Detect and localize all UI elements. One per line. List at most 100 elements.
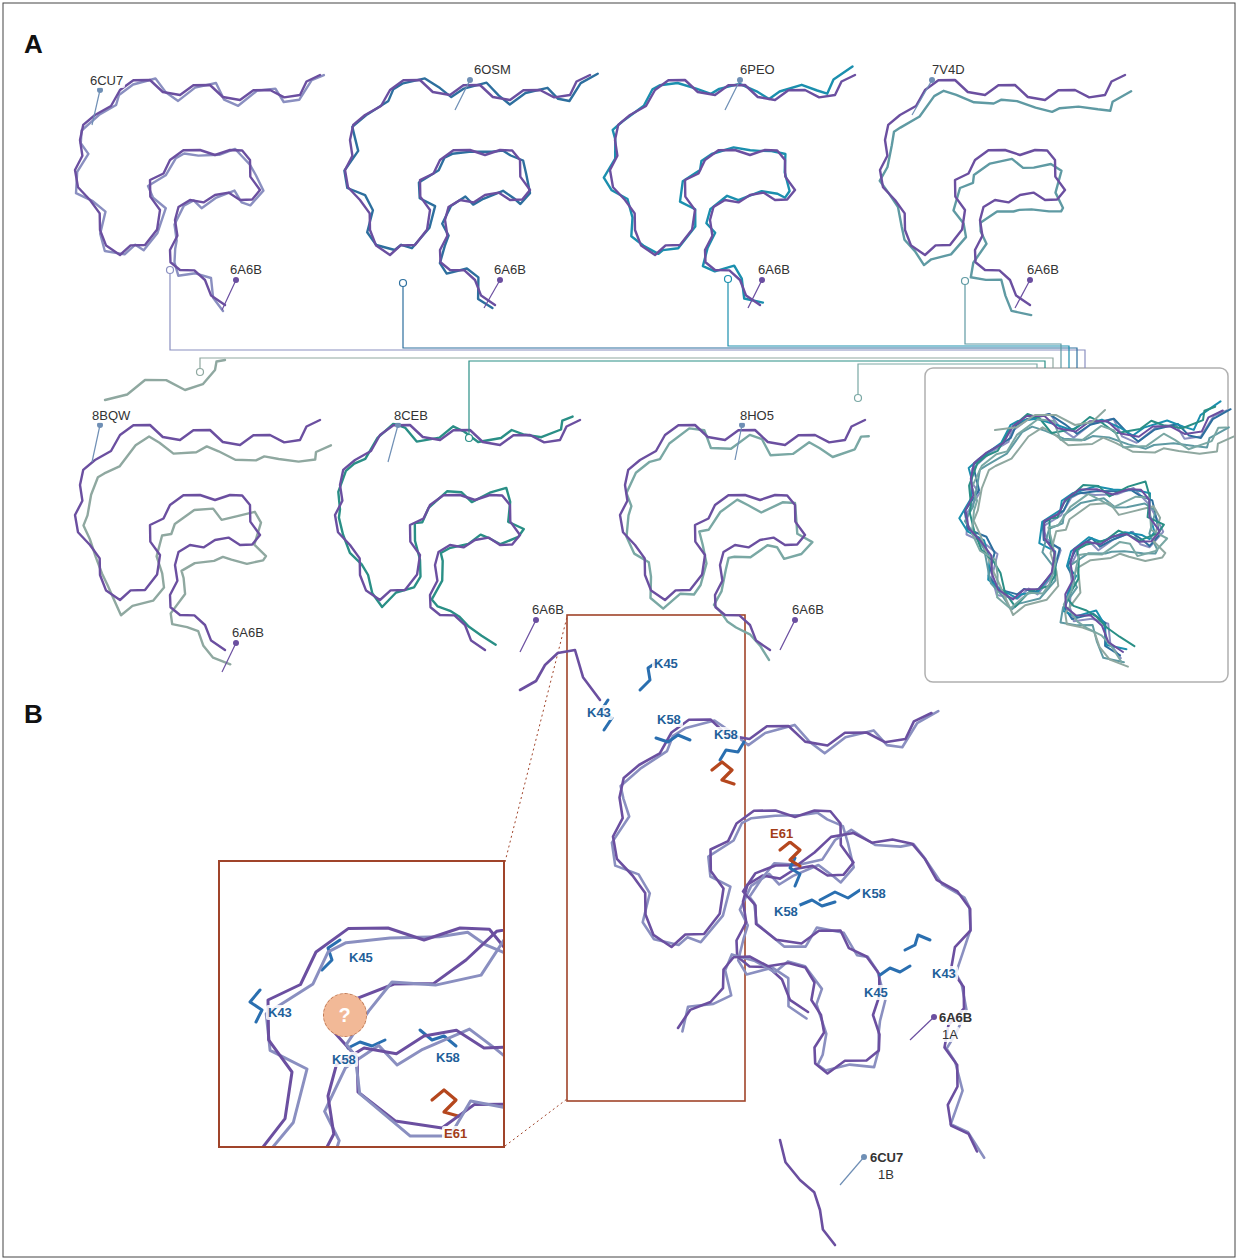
residue-label: K58 — [772, 904, 800, 919]
link-dot — [197, 369, 204, 376]
link-dot — [466, 435, 473, 442]
glutamate-stick — [432, 1090, 458, 1116]
zoom-box — [567, 615, 745, 1101]
link-line — [200, 358, 1053, 372]
residue-label: K45 — [862, 985, 890, 1000]
backbone-trace — [620, 420, 865, 650]
structure-label: 6PEO — [738, 62, 777, 77]
backbone-trace — [223, 920, 503, 1146]
link-line — [469, 361, 1045, 438]
leader-line — [780, 620, 795, 650]
backbone-trace — [959, 401, 1220, 649]
link-dot — [855, 395, 862, 402]
structure-label: 6A6B — [790, 602, 826, 617]
figure-frame — [3, 3, 1235, 1257]
lysine-stick — [880, 966, 910, 975]
backbone-trace — [335, 420, 580, 650]
residue-label: E61 — [768, 826, 795, 841]
question-mark: ? — [336, 1004, 352, 1026]
structure-label: 8HO5 — [738, 408, 776, 423]
backbone-trace — [220, 862, 503, 1146]
structure-label: 6A6B — [230, 625, 266, 640]
structure-label: 7V4D — [930, 62, 967, 77]
lysine-stick — [656, 735, 690, 742]
leader-dot — [792, 617, 798, 623]
structure-label: 6A6B — [756, 262, 792, 277]
residue-label: K43 — [585, 705, 613, 720]
backbone-trace — [220, 924, 503, 1146]
backbone-trace — [995, 410, 1105, 430]
leader-dot — [533, 617, 539, 623]
backbone-trace — [604, 67, 853, 303]
residue-label: K58 — [434, 1050, 462, 1065]
link-line — [170, 270, 1085, 368]
structure-label: 6CU7 — [88, 73, 125, 88]
backbone-trace — [76, 75, 324, 311]
link-line — [728, 279, 1069, 368]
panel-letter: A — [22, 30, 45, 58]
glutamate-stick — [712, 762, 734, 784]
leader-line — [725, 80, 740, 110]
leader-line — [92, 90, 100, 125]
backbone-trace — [682, 830, 984, 1158]
backbone-trace — [520, 650, 600, 700]
leader-line — [735, 425, 742, 460]
backbone-trace — [972, 419, 1227, 662]
residue-label: K58 — [712, 727, 740, 742]
structure-label: 6A6B — [937, 1010, 974, 1025]
leader-dot — [929, 77, 935, 83]
backbone-trace — [613, 713, 932, 1012]
lysine-stick — [720, 742, 744, 760]
residue-label: K45 — [652, 656, 680, 671]
leader-line — [388, 425, 398, 462]
structure-label: 8BQW — [90, 408, 132, 423]
leader-line — [840, 1157, 864, 1185]
residue-label: K58 — [860, 886, 888, 901]
structure-label: 6A6B — [530, 602, 566, 617]
leader-dot — [861, 1154, 867, 1160]
panel-letter: B — [22, 700, 45, 728]
overlay-box — [925, 368, 1228, 682]
residue-label: K45 — [347, 950, 375, 965]
leader-dot — [497, 277, 503, 283]
glutamate-stick — [780, 842, 800, 866]
link-dot — [962, 278, 969, 285]
leader-line — [1015, 280, 1030, 308]
backbone-trace — [75, 75, 320, 305]
backbone-trace — [75, 420, 320, 650]
lysine-stick — [800, 900, 835, 906]
structure-label: 6A6B — [228, 262, 264, 277]
structure-label: 8CEB — [392, 408, 430, 423]
leader-dot — [233, 277, 239, 283]
residue-label: E61 — [442, 1126, 469, 1141]
leader-line — [92, 425, 100, 462]
structure-label: 6A6B — [492, 262, 528, 277]
backbone-trace — [220, 862, 503, 1146]
leader-line — [222, 643, 236, 672]
structure-label: 6CU7 — [868, 1150, 905, 1165]
residue-label: K58 — [655, 712, 683, 727]
lysine-stick — [820, 890, 860, 900]
backbone-trace — [338, 417, 572, 645]
leader-dot — [467, 77, 473, 83]
link-line — [858, 364, 1037, 398]
leader-line — [455, 80, 470, 110]
leader-line — [910, 1017, 934, 1040]
zoom-inset: K45K43K58K58E61? — [218, 860, 505, 1148]
leader-line — [912, 80, 932, 115]
backbone-trace — [780, 1140, 835, 1245]
link-line — [965, 281, 1061, 368]
structure-label: 6OSM — [472, 62, 513, 77]
residue-label: K43 — [930, 966, 958, 981]
lysine-stick — [250, 990, 262, 1022]
backbone-trace — [610, 75, 855, 305]
unknown-marker: ? — [323, 993, 367, 1037]
leader-line — [484, 280, 500, 308]
leader-dot — [737, 77, 743, 83]
link-dot — [725, 276, 732, 283]
backbone-trace — [344, 74, 597, 308]
structure-label: 1B — [876, 1167, 896, 1182]
leader-line — [520, 620, 536, 652]
residue-label: K43 — [266, 1005, 294, 1020]
